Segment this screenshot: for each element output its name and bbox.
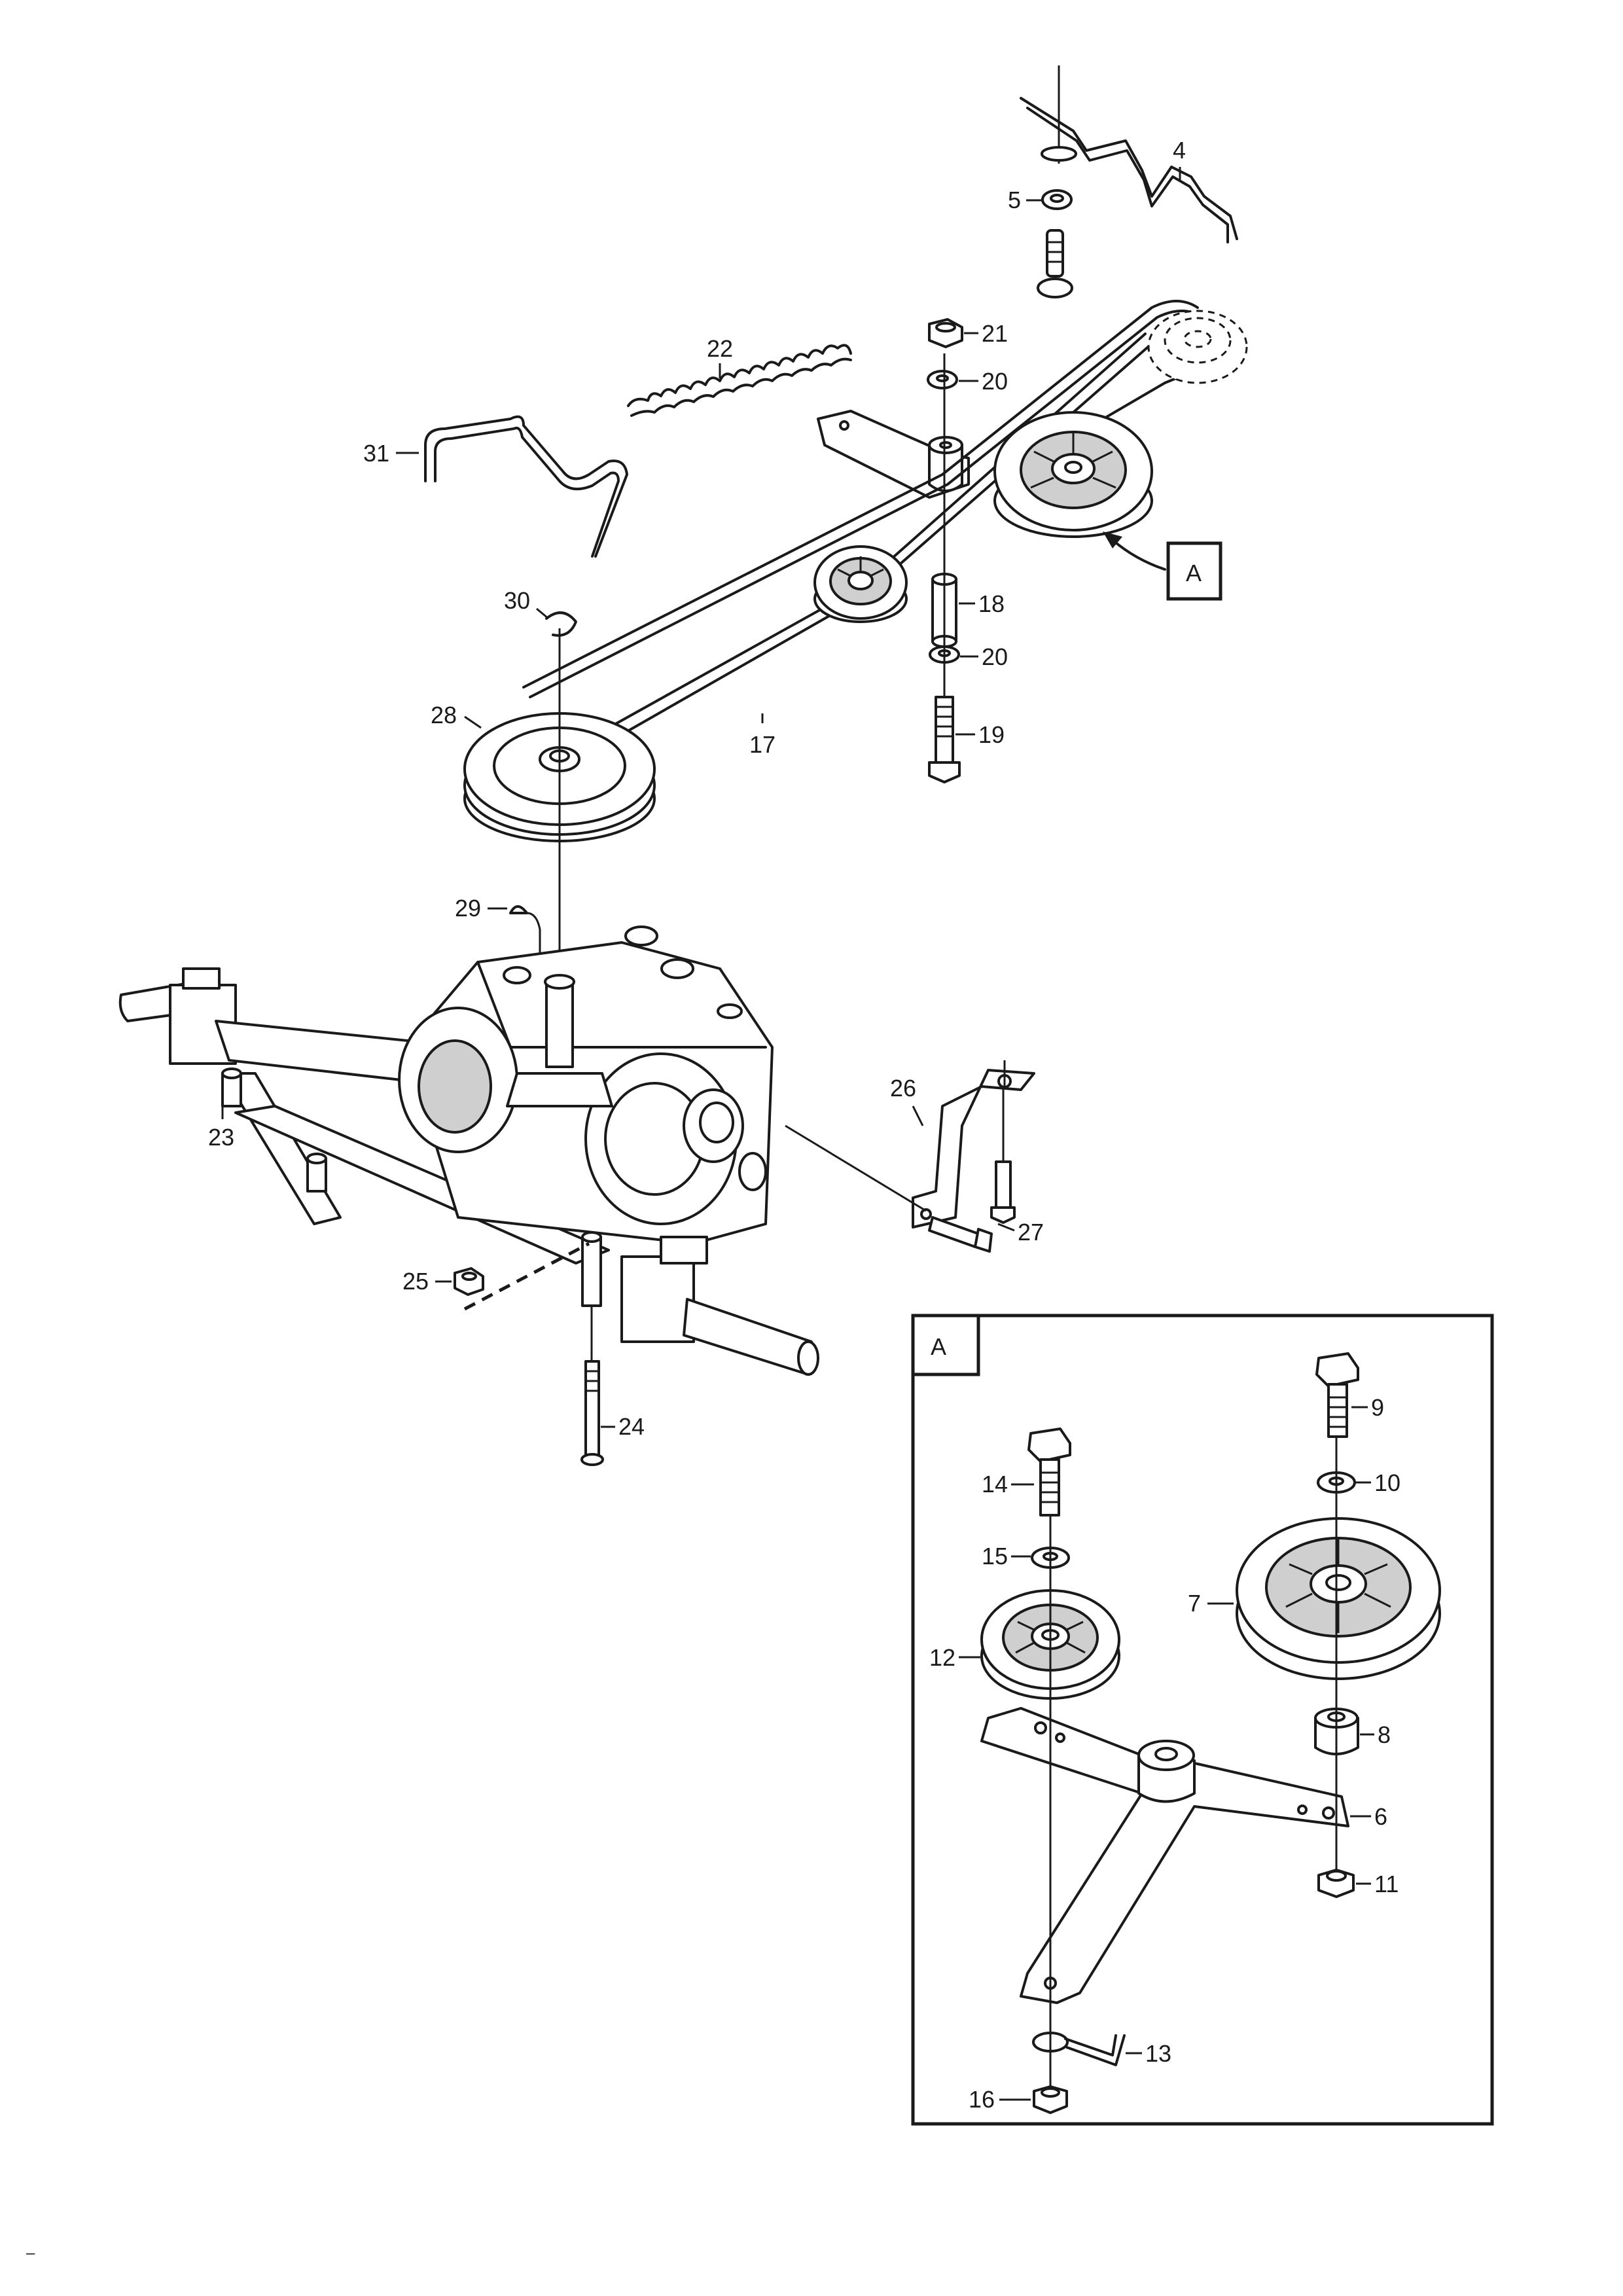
- callout-29: 29: [455, 895, 507, 922]
- callout-16: 16: [969, 2086, 1031, 2113]
- bolt-part-19: [928, 696, 961, 783]
- callout-23: 23: [208, 1106, 234, 1151]
- svg-text:31: 31: [363, 440, 389, 467]
- callout-18: 18: [959, 590, 1005, 617]
- callout-28: 28: [431, 702, 482, 729]
- hex-nut-part-21: [928, 318, 963, 348]
- footer-mark: –: [26, 2244, 35, 2262]
- svg-text:14: 14: [982, 1471, 1008, 1498]
- idler-pulley-small-upper: [813, 545, 908, 623]
- detail-reference-tag: A: [1166, 541, 1222, 601]
- callout-8: 8: [1360, 1721, 1391, 1748]
- callout-11: 11: [1356, 1871, 1399, 1897]
- svg-text:17: 17: [749, 731, 776, 758]
- grommet-pin-part: [1037, 229, 1073, 298]
- svg-text:13: 13: [1145, 2040, 1171, 2067]
- wire-rod-part-31: [424, 415, 628, 558]
- svg-text:24: 24: [618, 1413, 645, 1440]
- callout-20-bottom: 20: [960, 643, 1008, 670]
- svg-text:10: 10: [1374, 1469, 1400, 1496]
- svg-text:9: 9: [1371, 1394, 1384, 1421]
- detail-reference-arrow: [1103, 531, 1166, 571]
- svg-text:26: 26: [890, 1075, 916, 1102]
- svg-text:5: 5: [1008, 187, 1021, 213]
- callout-26: 26: [890, 1075, 924, 1126]
- callout-5: 5: [1008, 187, 1042, 213]
- detail-view-a: A: [911, 1314, 1494, 2126]
- callout-10: 10: [1356, 1469, 1400, 1496]
- svg-text:19: 19: [978, 721, 1005, 748]
- svg-text:30: 30: [504, 587, 530, 614]
- detail-view-a-label: A: [931, 1333, 946, 1360]
- nut-part-11: [1317, 1869, 1355, 1898]
- long-bolt-part-24: [580, 1306, 604, 1466]
- svg-text:15: 15: [982, 1543, 1008, 1570]
- callout-27: 27: [997, 1219, 1044, 1246]
- transaxle-assembly-part-23: [118, 925, 819, 1376]
- svg-text:7: 7: [1188, 1590, 1201, 1617]
- extension-spring-part-22: [627, 344, 852, 417]
- drive-belt-part-17: [516, 300, 1238, 790]
- svg-text:4: 4: [1173, 137, 1186, 164]
- callout-24: 24: [601, 1413, 645, 1440]
- callout-20-top: 20: [959, 368, 1008, 395]
- detail-reference-tag-label: A: [1186, 560, 1202, 586]
- mounting-bracket-part-26: [785, 1060, 1035, 1229]
- callout-21: 21: [964, 320, 1008, 347]
- retaining-clip-part-30: [545, 611, 577, 637]
- dashed-alignment-line-25: [463, 1242, 590, 1311]
- idler-bracket-part-6: [980, 1707, 1349, 2004]
- svg-text:28: 28: [431, 702, 457, 728]
- svg-text:18: 18: [978, 590, 1005, 617]
- svg-text:21: 21: [982, 320, 1008, 347]
- idler-pulley-part-7: [1236, 1517, 1441, 1680]
- svg-text:20: 20: [982, 643, 1008, 670]
- callout-4: 4: [1173, 137, 1186, 180]
- bolt-part-9: [1315, 1352, 1359, 1438]
- callout-7: 7: [1188, 1590, 1234, 1617]
- svg-text:6: 6: [1374, 1803, 1387, 1830]
- callout-19: 19: [955, 721, 1005, 748]
- svg-text:16: 16: [969, 2086, 995, 2113]
- belt-guide-pulley-dashed: [1147, 310, 1248, 384]
- callout-13: 13: [1126, 2040, 1171, 2067]
- callout-30: 30: [504, 587, 549, 620]
- svg-text:29: 29: [455, 895, 481, 922]
- bolt-part-27: [928, 1160, 1016, 1253]
- washer-part-5: [1041, 189, 1073, 210]
- svg-text:12: 12: [929, 1644, 955, 1671]
- idler-pulley-large-upper: [993, 411, 1153, 538]
- callout-15: 15: [982, 1543, 1031, 1570]
- svg-text:23: 23: [208, 1124, 234, 1151]
- nut-part-16: [1033, 2085, 1068, 2114]
- svg-text:11: 11: [1374, 1871, 1399, 1897]
- callout-12: 12: [929, 1644, 980, 1671]
- callout-9: 9: [1351, 1394, 1384, 1421]
- washer-part-20-top: [927, 370, 958, 389]
- callout-31: 31: [363, 440, 419, 467]
- svg-text:25: 25: [402, 1268, 429, 1295]
- callout-25: 25: [402, 1268, 452, 1295]
- svg-text:20: 20: [982, 368, 1008, 395]
- callout-6: 6: [1350, 1803, 1387, 1830]
- callout-22: 22: [707, 335, 733, 378]
- svg-text:22: 22: [707, 335, 733, 362]
- svg-text:8: 8: [1378, 1721, 1391, 1748]
- woodruff-key-part-29: [509, 905, 541, 982]
- nut-part-25: [454, 1267, 484, 1296]
- bolt-part-14: [1027, 1427, 1071, 1516]
- spring-clip-part-13: [1032, 2032, 1126, 2066]
- callout-17: 17: [749, 713, 776, 758]
- linkage-rod-part-4: [1020, 65, 1238, 243]
- svg-text:27: 27: [1018, 1219, 1044, 1246]
- callout-14: 14: [982, 1471, 1034, 1498]
